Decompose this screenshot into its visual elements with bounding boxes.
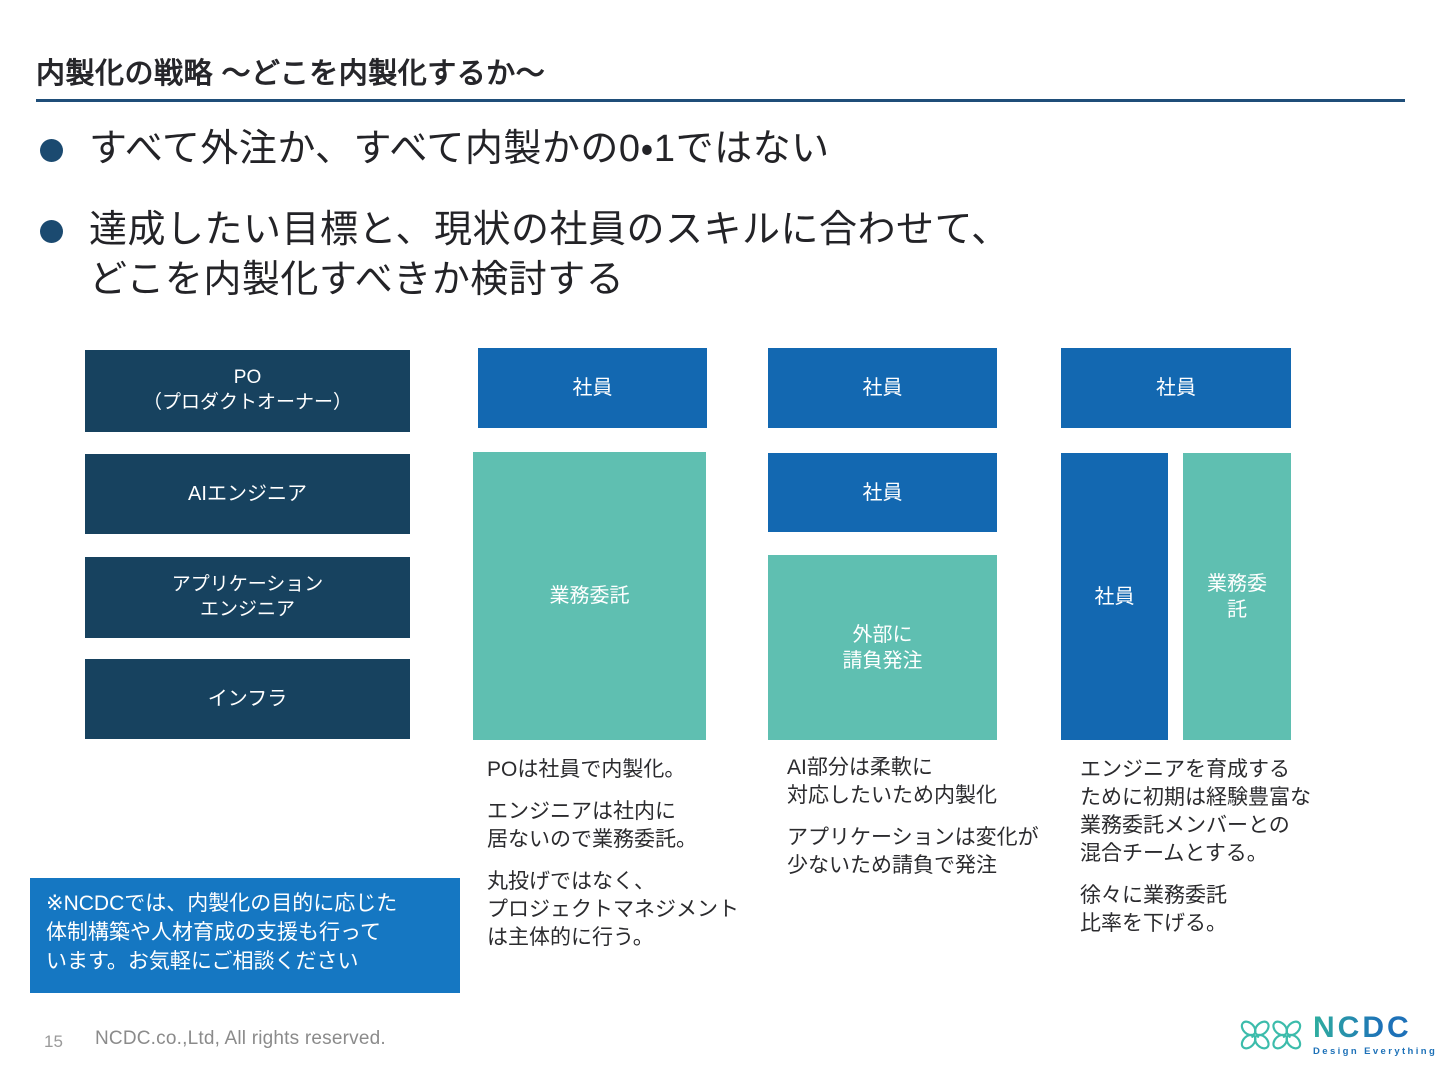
role-box-infra: インフラ: [85, 659, 410, 739]
bullet-dot-icon: [40, 220, 63, 243]
pattern3-outsource-sub-box: 業務委 託: [1183, 453, 1291, 740]
role-box-app: アプリケーション エンジニア: [85, 557, 410, 638]
pattern1-outsource-box: 業務委託: [473, 452, 706, 740]
pattern2-note-2: アプリケーションは変化が 少ないため請負で発注: [787, 825, 1039, 877]
role-box-po: PO （プロダクトオーナー）: [85, 350, 410, 432]
pattern2-employee-box-2: 社員: [768, 453, 997, 532]
pattern3-employee-box: 社員: [1061, 348, 1291, 428]
ncdc-flower-icon: [1240, 1020, 1302, 1050]
logo-tagline: Design Everything: [1313, 1046, 1438, 1057]
pattern3-note-1: エンジニアを育成する ために初期は経験豊富な 業務委託メンバーとの 混合チームと…: [1080, 758, 1311, 865]
title-underline: [36, 99, 1405, 102]
pattern3-note-2: 徐々に業務委託 比率を下げる。: [1080, 883, 1227, 935]
pattern1-note-3: 丸投げではなく、 プロジェクトマネジメント は主体的に行う。: [487, 869, 739, 949]
pattern1-notes: POは社員で内製化。 エンジニアは社内に 居ないので業務委託。 丸投げではなく、…: [487, 756, 752, 966]
pattern1-employee-box: 社員: [478, 348, 707, 428]
pattern1-note-2: エンジニアは社内に 居ないので業務委託。: [487, 799, 697, 851]
bullet-item-1: すべて外注か、すべて内製かの0・1ではない: [40, 124, 830, 174]
pattern3-notes: エンジニアを育成する ために初期は経験豊富な 業務委託メンバーとの 混合チームと…: [1080, 756, 1370, 952]
bullet-text: すべて外注か、すべて内製かの0・1ではない: [89, 128, 830, 170]
pattern2-contract-box: 外部に 請負発注: [768, 555, 997, 740]
pattern2-note-1: AI部分は柔軟に 対応したいため内製化: [787, 756, 997, 807]
pattern2-employee-box-1: 社員: [768, 348, 997, 428]
role-box-ai: AIエンジニア: [85, 454, 410, 534]
pattern1-note-1: POは社員で内製化。: [487, 758, 686, 781]
page-title: 内製化の戦略 〜どこを内製化するか〜: [36, 58, 546, 90]
pattern3-employee-sub-box: 社員: [1061, 453, 1168, 740]
bullet-text: 達成したい目標と、現状の社員のスキルに合わせて、 どこを内製化すべきか検討する: [89, 209, 1010, 302]
pattern2-notes: AI部分は柔軟に 対応したいため内製化 アプリケーションは変化が 少ないため請負…: [787, 754, 1067, 894]
bullet-item-2: 達成したい目標と、現状の社員のスキルに合わせて、 どこを内製化すべきか検討する: [40, 205, 1010, 305]
logo-wordmark: NCDC: [1313, 1011, 1412, 1044]
copyright-text: NCDC.co.,Ltd, All rights reserved.: [95, 1028, 386, 1049]
bullet-dot-icon: [40, 139, 63, 162]
page-number: 15: [44, 1032, 63, 1051]
logo-text-block: NCDC Design Everything: [1313, 1011, 1438, 1058]
ncdc-logo: NCDC Design Everything: [1238, 1012, 1437, 1058]
contact-note-box: ※NCDCでは、内製化の目的に応じた 体制構築や人材育成の支援も行って います。…: [30, 878, 460, 993]
